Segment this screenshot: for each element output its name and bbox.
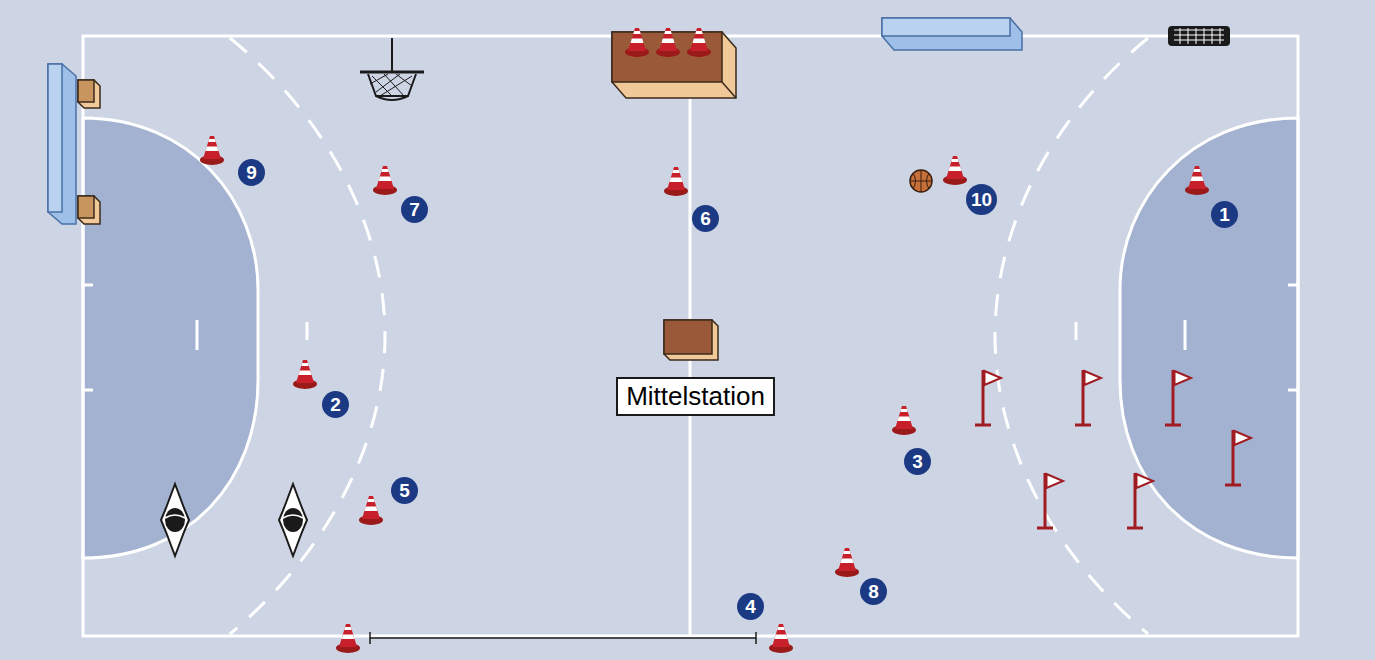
callout-number: 10	[971, 190, 992, 209]
station-label: Mittelstation	[626, 382, 765, 411]
cone	[359, 496, 383, 525]
station-number: 9	[238, 159, 265, 186]
cone	[656, 28, 680, 57]
station-number: 1	[1211, 201, 1238, 228]
court-marks	[83, 285, 1298, 390]
callout-number: 6	[700, 209, 711, 228]
station-number: 2	[322, 391, 349, 418]
station-number: 6	[692, 205, 719, 232]
distance-line	[370, 632, 756, 644]
goal-area	[1120, 118, 1298, 558]
basketball-hoop	[360, 38, 424, 100]
flag-pole	[1037, 473, 1063, 528]
cone	[200, 136, 224, 165]
cone	[769, 624, 793, 653]
station-number: 5	[391, 477, 418, 504]
free-throw-line	[995, 38, 1148, 634]
callout-number: 1	[1219, 205, 1230, 224]
station-number: 8	[860, 578, 887, 605]
cone	[336, 624, 360, 653]
bench	[882, 18, 1022, 50]
station-number: 3	[904, 448, 931, 475]
flag-pole	[1127, 473, 1153, 528]
center-box	[664, 320, 718, 360]
cone	[892, 406, 916, 435]
callout-number: 8	[868, 582, 879, 601]
cone	[687, 28, 711, 57]
court-lines	[83, 36, 1298, 636]
cone	[943, 156, 967, 185]
station-number: 10	[966, 184, 997, 215]
goal-area	[83, 118, 258, 558]
callout-number: 2	[330, 395, 341, 414]
station-number: 7	[401, 196, 428, 223]
callout-number: 9	[246, 163, 257, 182]
cone	[664, 167, 688, 196]
flag-pole	[975, 370, 1001, 425]
callout-number: 3	[912, 452, 923, 471]
hurdle	[279, 484, 307, 556]
flag-pole	[1165, 370, 1191, 425]
cone	[1185, 166, 1209, 195]
small-box	[78, 80, 100, 224]
station-number: 4	[737, 593, 764, 620]
callout-number: 5	[399, 481, 410, 500]
cone	[373, 166, 397, 195]
small-goal	[1168, 26, 1230, 46]
station-label-box: Mittelstation	[616, 377, 775, 416]
flag-pole	[1225, 430, 1251, 485]
flag-pole	[1075, 370, 1101, 425]
cone	[625, 28, 649, 57]
bench	[48, 64, 76, 224]
free-throw-line	[230, 38, 385, 634]
callout-number: 7	[409, 200, 420, 219]
callout-number: 4	[745, 597, 756, 616]
cone	[835, 548, 859, 577]
ball	[910, 170, 932, 192]
cone	[293, 360, 317, 389]
hurdle	[161, 484, 189, 556]
